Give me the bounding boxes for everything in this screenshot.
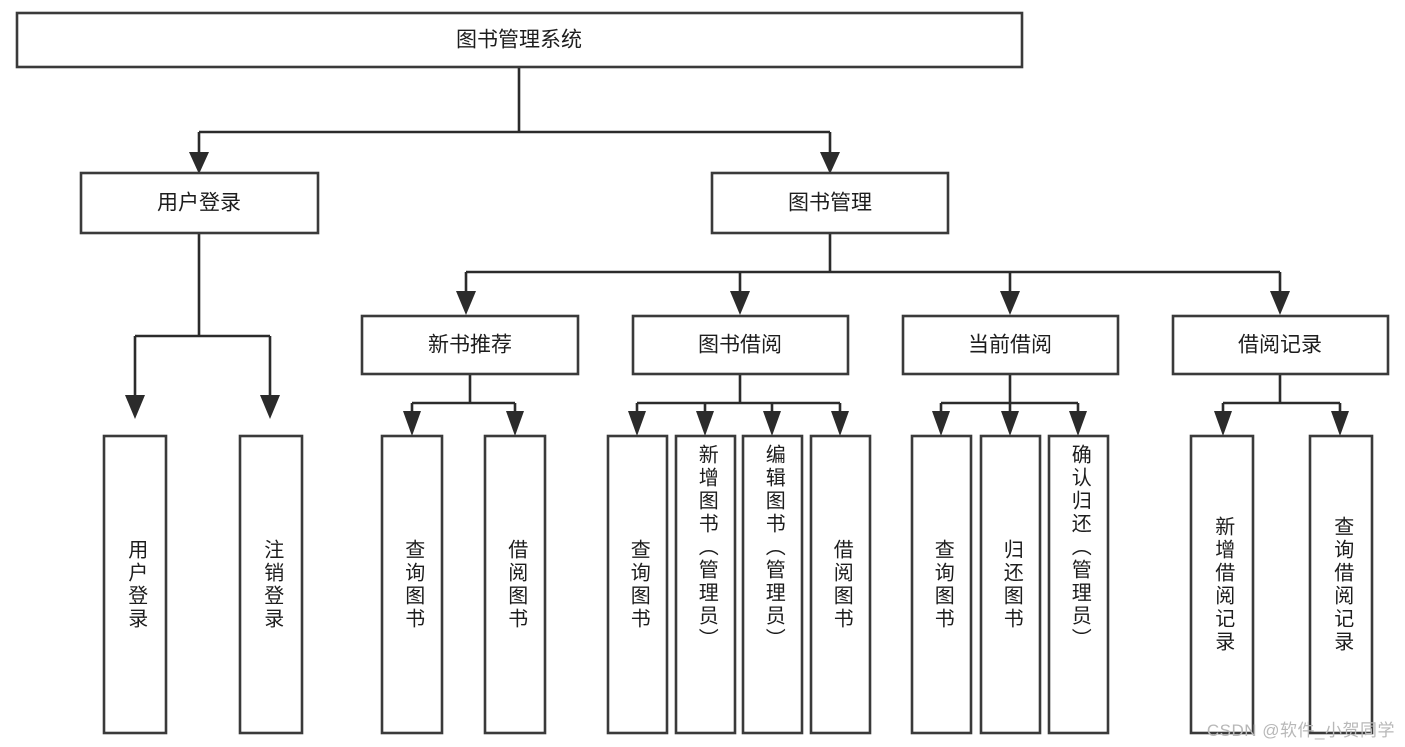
node-new-book-recommend-box[interactable]: [360, 314, 580, 376]
arrowhead-icon: [1000, 291, 1020, 315]
node-leaf-query-book-2-box[interactable]: [606, 434, 669, 735]
arrowhead-group: [125, 152, 1349, 436]
arrowhead-icon: [932, 411, 950, 436]
node-leaf-query-book-1-box[interactable]: [380, 434, 444, 735]
connector-borrow-record-bus: [1221, 374, 1342, 424]
connector-book-management-bus: [464, 233, 1282, 297]
node-leaf-confirm-return-box[interactable]: [1047, 434, 1110, 735]
node-current-borrow-box[interactable]: [901, 314, 1120, 376]
arrowhead-icon: [696, 411, 714, 436]
node-book-management-box[interactable]: [710, 171, 950, 235]
arrowhead-icon: [763, 411, 781, 436]
arrowhead-icon: [1214, 411, 1232, 436]
arrowhead-icon: [1331, 411, 1349, 436]
node-book-borrow[interactable]: 图书借阅: [631, 314, 850, 376]
node-book-management-label: 图书管理: [788, 192, 872, 215]
arrowhead-icon: [1069, 411, 1087, 436]
node-root[interactable]: 图书管理系统: [15, 11, 1024, 69]
node-leaf-borrow-book-1-box[interactable]: [483, 434, 547, 735]
connector-user-login-bus: [133, 233, 272, 400]
arrowhead-icon: [1270, 291, 1290, 315]
node-new-book-recommend-label: 新书推荐: [428, 334, 512, 357]
node-leaf-add-book-box[interactable]: [674, 434, 737, 735]
node-book-management[interactable]: 图书管理: [710, 171, 950, 235]
csdn-watermark: CSDN @软件_小贺同学: [1206, 721, 1395, 740]
node-root-box[interactable]: [15, 11, 1024, 69]
arrowhead-icon: [506, 411, 524, 436]
arrowhead-icon: [456, 291, 476, 315]
arrowhead-icon: [730, 291, 750, 315]
connector-new-book-bus: [410, 374, 517, 424]
arrowhead-icon: [628, 411, 646, 436]
node-leaf-add-record-box[interactable]: [1189, 434, 1255, 735]
node-current-borrow-label: 当前借阅: [968, 334, 1052, 357]
arrowhead-icon: [125, 395, 145, 419]
node-root-label: 图书管理系统: [456, 29, 582, 52]
leaf-box-group: [102, 434, 1374, 735]
node-leaf-logout-login-box[interactable]: [238, 434, 304, 735]
node-user-login-box[interactable]: [79, 171, 320, 235]
connector-group: [133, 68, 1342, 424]
node-book-borrow-label: 图书借阅: [698, 334, 782, 357]
node-leaf-query-record-box[interactable]: [1308, 434, 1374, 735]
node-borrow-record-box[interactable]: [1171, 314, 1390, 376]
node-new-book-recommend[interactable]: 新书推荐: [360, 314, 580, 376]
node-user-login-label: 用户登录: [157, 192, 241, 215]
arrowhead-icon: [831, 411, 849, 436]
node-leaf-borrow-book-2-box[interactable]: [809, 434, 872, 735]
node-current-borrow[interactable]: 当前借阅: [901, 314, 1120, 376]
node-borrow-record-label: 借阅记录: [1238, 334, 1322, 357]
arrowhead-icon: [189, 152, 209, 174]
arrowhead-icon: [820, 152, 840, 174]
arrowhead-icon: [260, 395, 280, 419]
node-leaf-return-book-box[interactable]: [979, 434, 1042, 735]
arrowhead-icon: [1001, 411, 1019, 436]
node-leaf-user-login-box[interactable]: [102, 434, 168, 735]
node-leaf-query-book-3-box[interactable]: [910, 434, 973, 735]
connector-book-borrow-bus: [635, 374, 842, 424]
node-book-borrow-box[interactable]: [631, 314, 850, 376]
node-leaf-edit-book-box[interactable]: [741, 434, 804, 735]
node-borrow-record[interactable]: 借阅记录: [1171, 314, 1390, 376]
arrowhead-icon: [403, 411, 421, 436]
connector-root-bus: [197, 68, 832, 158]
node-user-login[interactable]: 用户登录: [79, 171, 320, 235]
